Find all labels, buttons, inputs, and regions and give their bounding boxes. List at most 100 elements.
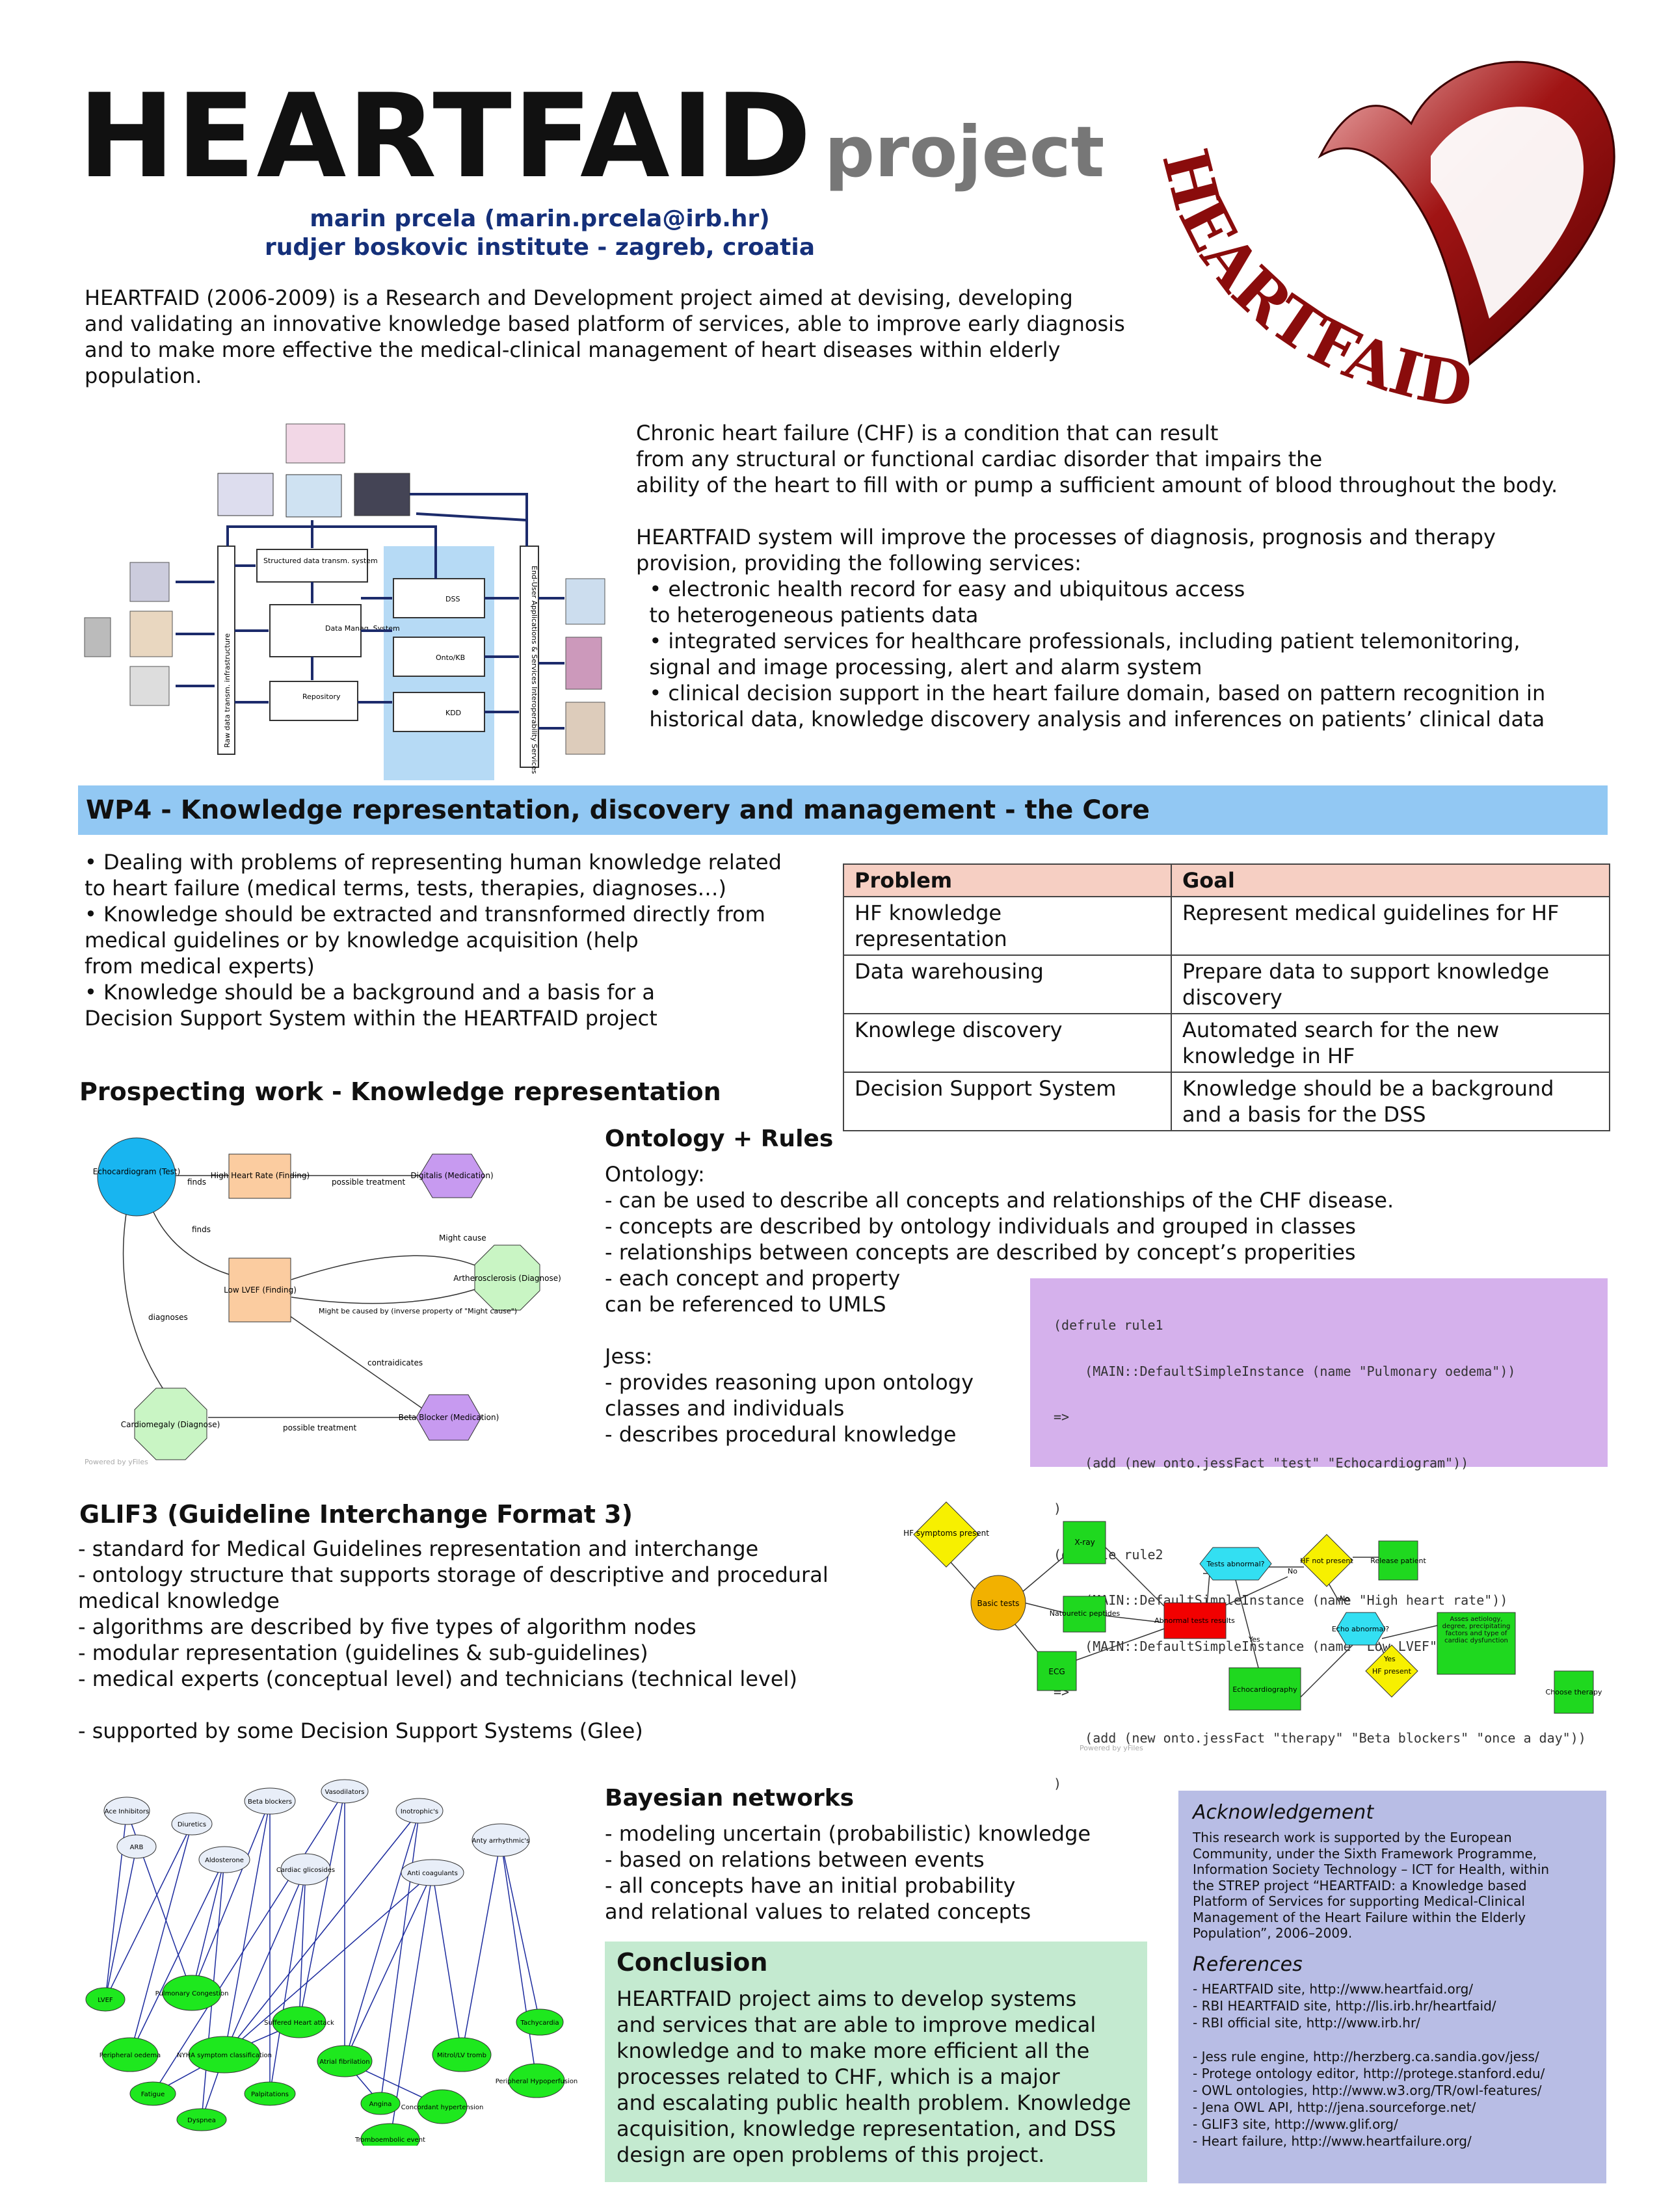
glif-line: - medical experts (conceptual level) and… bbox=[78, 1666, 797, 1691]
bayes-node: NYHA symptom classification bbox=[177, 2036, 272, 2074]
edge-label: finds bbox=[192, 1225, 211, 1234]
bayes-node: Concordant hypertension bbox=[401, 2089, 484, 2124]
bayes-node-label: Peripheral oedema bbox=[100, 2052, 161, 2059]
bayes-node: Angina bbox=[360, 2092, 401, 2115]
code-line: (add (new onto.jessFact "test" "Echocard… bbox=[1054, 1455, 1469, 1471]
bayes-node: LVEF bbox=[85, 1987, 126, 2012]
bayes-line: - based on relations between events bbox=[605, 1847, 985, 1872]
artherosclerosis-label: Artherosclerosis (Diagnose) bbox=[453, 1274, 561, 1283]
bayes-edge bbox=[344, 1872, 433, 2062]
digitalis-node bbox=[419, 1153, 485, 1198]
ack-line: This research work is supported by the E… bbox=[1193, 1830, 1512, 1845]
wp4-line: • Knowledge should be extracted and tran… bbox=[85, 902, 765, 927]
bayes-node: Tromboembolic event bbox=[354, 2123, 425, 2155]
bayes-line: and relational values to related concept… bbox=[605, 1899, 1031, 1924]
echocardiography-label: Echocardiography bbox=[1232, 1685, 1297, 1694]
table-cell: Decision Support System bbox=[843, 1072, 1172, 1131]
glif-line bbox=[78, 1692, 923, 1718]
reference-item: - RBI official site, http://www.irb.hr/ bbox=[1193, 2014, 1420, 2031]
bayes-node: Anty arrhythmic's bbox=[471, 1823, 530, 1857]
reference-item: - Jena OWL API, http://jena.sourceforge.… bbox=[1193, 2099, 1476, 2115]
table-row: Data warehousing Prepare data to support… bbox=[843, 955, 1610, 1014]
surgery-photo-icon bbox=[354, 473, 410, 516]
wp4-line: medical guidelines or by knowledge acqui… bbox=[85, 928, 639, 953]
bayes-node: Palpitations bbox=[244, 2081, 296, 2106]
bayes-edge bbox=[461, 1839, 501, 2055]
edge-label: finds bbox=[187, 1178, 206, 1187]
release-patient-node bbox=[1378, 1540, 1418, 1581]
table-cell: Prepare data to support knowledge discov… bbox=[1171, 955, 1610, 1014]
edge-label: Might cause bbox=[439, 1233, 486, 1243]
bayes-node-label: Tromboembolic event bbox=[354, 2137, 425, 2144]
kdd-label: KDD bbox=[445, 709, 461, 717]
ack-line: Platform of Services for supporting Medi… bbox=[1193, 1893, 1525, 1909]
bayes-node-label: Cardiac glicosides bbox=[276, 1867, 335, 1874]
bayes-line: - modeling uncertain (probabilistic) kno… bbox=[605, 1821, 1091, 1846]
bayes-node-label: Pulmonary Congestion bbox=[155, 1990, 229, 1997]
bayes-node-label: Beta blockers bbox=[248, 1798, 292, 1806]
bayes-edge bbox=[380, 1810, 420, 2104]
bayes-node-label: Inotrophic's bbox=[401, 1808, 438, 1815]
bayes-node: Peripheral Hypoperfusion bbox=[496, 2063, 578, 2098]
heart-logo-icon: HEARTFAID bbox=[1148, 60, 1615, 423]
choose-therapy-node bbox=[1554, 1670, 1594, 1714]
bayes-node: Beta blockers bbox=[244, 1787, 296, 1815]
bayes-node: Anti coagulants bbox=[401, 1859, 464, 1886]
bayes-node-label: Vasodilators bbox=[325, 1789, 365, 1796]
table-cell: Knowlege discovery bbox=[843, 1013, 1172, 1073]
code-line: (add (new onto.jessFact "therapy" "Beta … bbox=[1054, 1730, 1586, 1746]
hf-present-label: HF present bbox=[1372, 1667, 1412, 1676]
xray-node bbox=[1063, 1521, 1106, 1564]
bayes-node-label: Fatigue bbox=[141, 2091, 165, 2098]
chf-line: Chronic heart failure (CHF) is a conditi… bbox=[636, 421, 1219, 445]
bayes-edge bbox=[152, 1791, 345, 2094]
screen-icon bbox=[217, 473, 274, 516]
bayes-node: Cardiac glicosides bbox=[276, 1853, 335, 1886]
bayes-edge bbox=[299, 1869, 306, 2023]
hf-not-present-label: HF not present bbox=[1300, 1557, 1353, 1565]
ack-line: Management of the Heart Failure within t… bbox=[1193, 1909, 1526, 1925]
ontology-line: Jess: bbox=[605, 1344, 653, 1369]
assess-label: Asses aetiology, degree, precipitating f… bbox=[1442, 1616, 1511, 1644]
natouretic-node bbox=[1063, 1596, 1106, 1633]
hf-not-present-node bbox=[1300, 1534, 1353, 1587]
high-heart-rate-label: High Heart Rate (Finding) bbox=[211, 1171, 310, 1180]
ontology-line: - can be used to describe all concepts a… bbox=[605, 1188, 1394, 1213]
bayes-edge bbox=[390, 1872, 433, 2140]
bayes-node: Vasodilators bbox=[321, 1779, 369, 1804]
bayes-node-label: Dyspnea bbox=[187, 2117, 216, 2124]
high-heart-rate-node bbox=[228, 1153, 291, 1199]
cardiomegaly-node bbox=[134, 1388, 207, 1460]
reference-item: - Heart failure, http://www.heartfailure… bbox=[1193, 2133, 1472, 2149]
bayes-node-label: Mitrol/LV tromb bbox=[437, 2052, 486, 2059]
bayes-node-label: LVEF bbox=[98, 1997, 113, 2004]
architecture-diagram: Raw data transm. infrastructure Structur… bbox=[72, 416, 624, 780]
hf-symptoms-label: HF symptoms present bbox=[903, 1529, 989, 1538]
bayes-node-label: Concordant hypertension bbox=[401, 2104, 484, 2111]
ontology-diagram: Echocardiogram (Test) High Heart Rate (F… bbox=[78, 1118, 611, 1469]
chf-line: HEARTFAID system will improve the proces… bbox=[636, 525, 1496, 549]
bayes-node: Atrial fibrilation bbox=[317, 2045, 373, 2077]
glif-line: - supported by some Decision Support Sys… bbox=[78, 1718, 643, 1743]
edge-label: possible treatment bbox=[332, 1178, 405, 1187]
references-title: References bbox=[1193, 1953, 1303, 1976]
problem-goal-table-wrap: Problem Goal HF knowledge representation… bbox=[843, 863, 1610, 1131]
title-small: project bbox=[824, 112, 1105, 193]
table-header-row: Problem Goal bbox=[843, 863, 1610, 897]
bayes-node-label: Aldosterone bbox=[205, 1857, 244, 1864]
table-row: Decision Support System Knowledge should… bbox=[843, 1072, 1610, 1131]
beta-blocker-node bbox=[416, 1394, 482, 1441]
release-patient-label: Release patient bbox=[1370, 1557, 1426, 1565]
edge-label: Might be caused by (inverse property of … bbox=[319, 1307, 517, 1315]
wp4-line: • Knowledge should be a background and a… bbox=[85, 980, 655, 1005]
intro-paragraph: HEARTFAID (2006-2009) is a Research and … bbox=[85, 285, 1190, 389]
bayes-node: Ace Inhibitors bbox=[103, 1797, 150, 1825]
bayes-node: Suffered Heart attack bbox=[264, 2006, 334, 2038]
glif-text: - standard for Medical Guidelines repres… bbox=[78, 1536, 923, 1744]
bayes-node: Aldosterone bbox=[198, 1846, 250, 1873]
bayes-node-label: Peripheral Hypoperfusion bbox=[496, 2078, 578, 2085]
edge-label: Yes bbox=[1383, 1655, 1396, 1663]
monitor-icon bbox=[285, 423, 345, 464]
code-line: (defrule rule1 bbox=[1054, 1317, 1163, 1333]
